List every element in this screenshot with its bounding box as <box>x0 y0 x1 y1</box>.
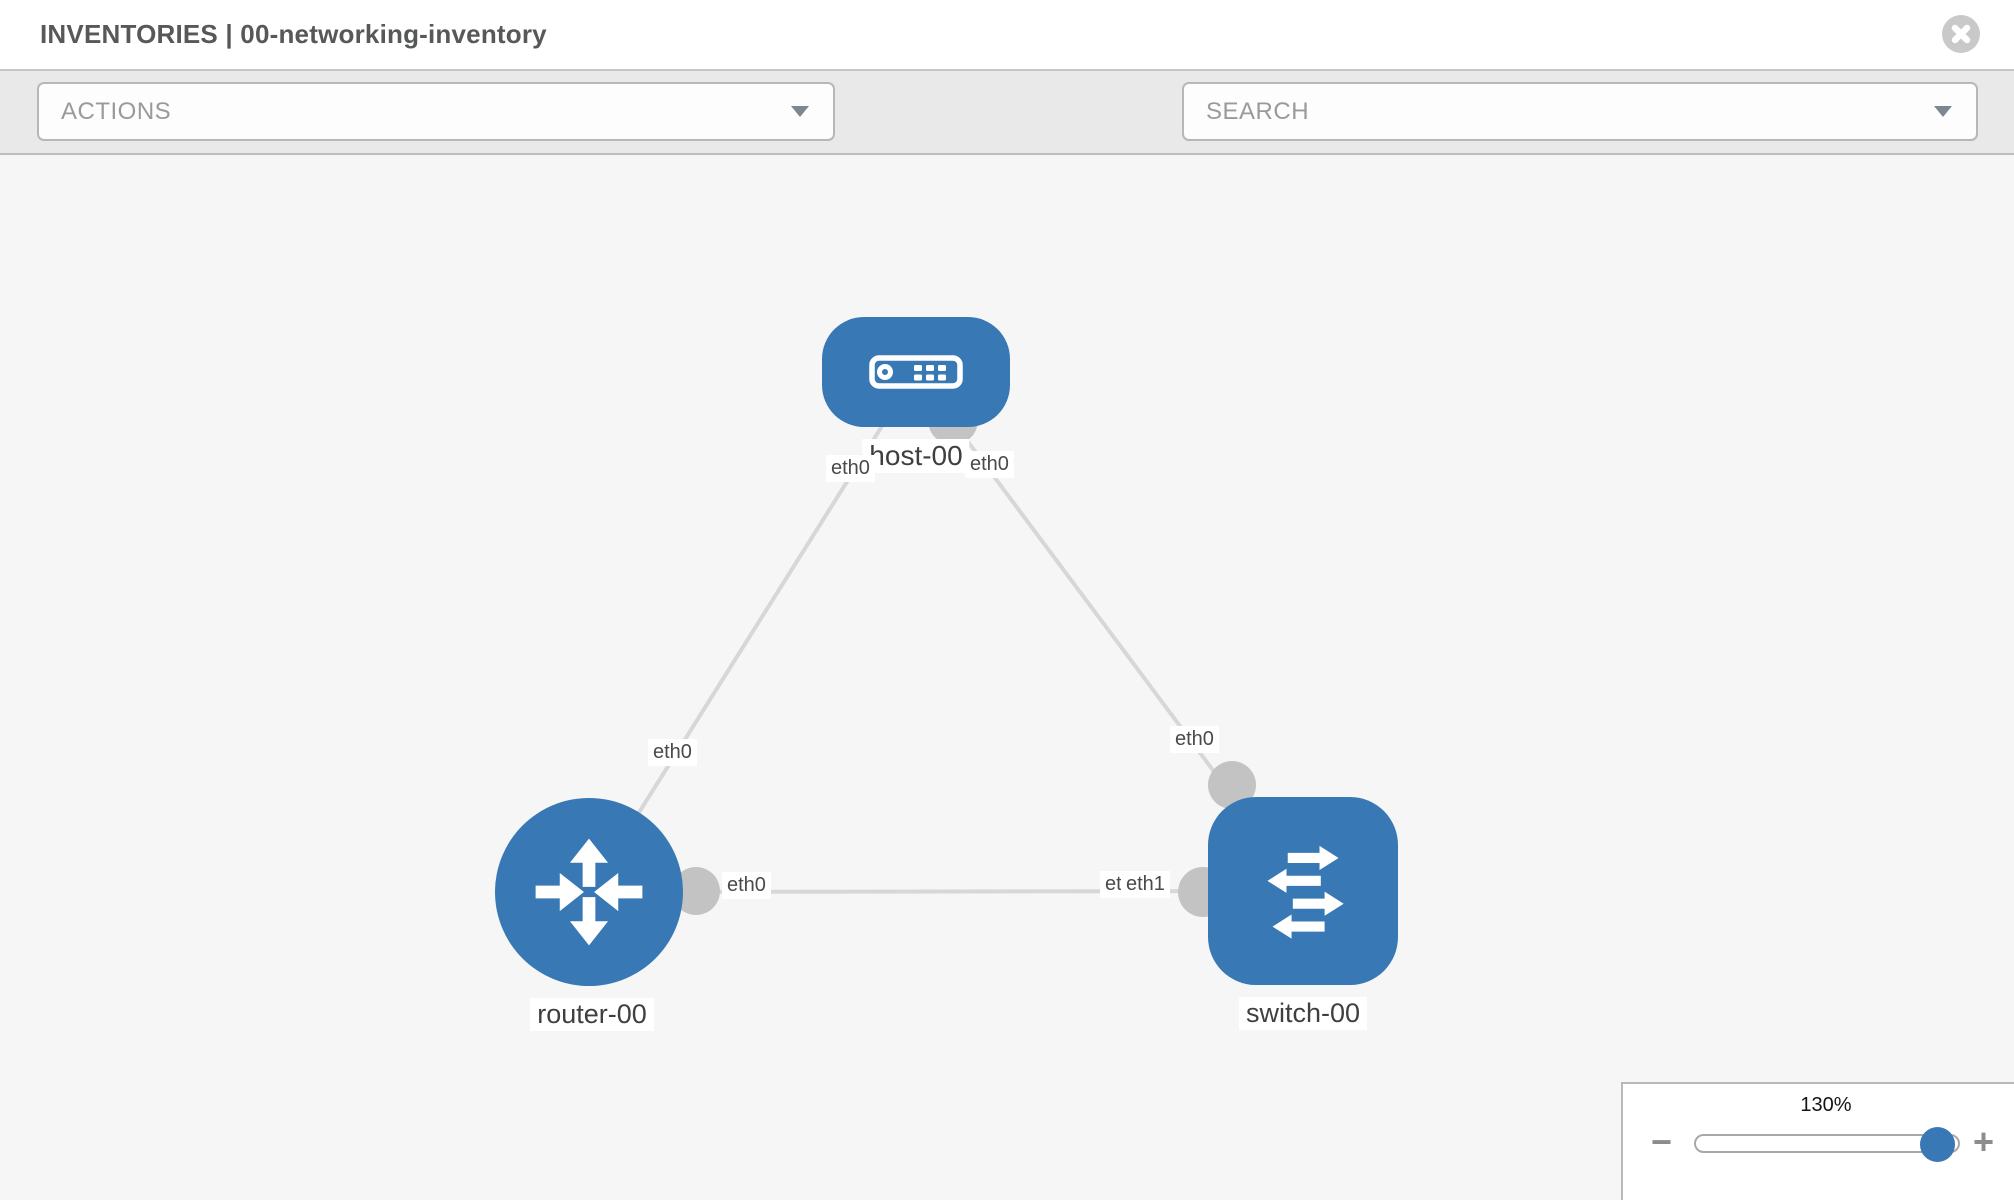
port-label-switch-eth0-top: eth0 <box>1170 726 1219 753</box>
node-switch-00[interactable] <box>1208 797 1398 985</box>
node-label-switch: switch-00 <box>1238 997 1368 1030</box>
zoom-panel: 130% − + <box>1621 1082 2014 1200</box>
node-label-host: host-00 <box>862 439 970 473</box>
switch-icon <box>1267 845 1344 939</box>
actions-dropdown-label: ACTIONS <box>61 97 172 125</box>
close-button[interactable] <box>1942 15 1980 53</box>
interface-dot-router-eth0[interactable] <box>672 867 720 915</box>
close-icon <box>1951 24 1971 44</box>
zoom-out-button[interactable]: − <box>1651 1121 1673 1162</box>
port-label-host-eth0-left: eth0 <box>826 455 875 482</box>
port-label-switch-eth1: eth1 <box>1121 871 1170 898</box>
interface-dot-switch-eth0[interactable] <box>1208 761 1256 809</box>
toolbar: ACTIONS SEARCH <box>0 71 2014 207</box>
port-label-host-eth0-right: eth0 <box>965 451 1014 478</box>
node-label-router: router-00 <box>530 998 654 1031</box>
chevron-down-icon <box>791 105 809 118</box>
host-icon <box>869 355 963 389</box>
zoom-in-button[interactable]: + <box>1973 1121 1995 1162</box>
router-icon <box>535 838 643 946</box>
search-dropdown-label: SEARCH <box>1206 97 1310 125</box>
topology-canvas[interactable]: host-00 router-00 switch-00 eth0 eth0 et… <box>0 155 2014 1200</box>
zoom-slider-thumb[interactable] <box>1920 1127 1955 1162</box>
links-layer <box>587 370 1305 917</box>
search-dropdown[interactable]: SEARCH <box>1182 82 1978 141</box>
port-label-router-eth0-right: eth0 <box>722 872 771 899</box>
chevron-down-icon <box>1934 105 1952 118</box>
zoom-slider-track[interactable] <box>1694 1127 1960 1162</box>
port-label-router-eth0-up: eth0 <box>648 739 697 766</box>
panel-header: INVENTORIES | 00-networking-inventory <box>0 0 2014 71</box>
node-router-00[interactable] <box>495 798 683 986</box>
actions-dropdown[interactable]: ACTIONS <box>37 82 835 141</box>
node-host-00[interactable] <box>822 317 1010 427</box>
zoom-value: 130% <box>1800 1094 1852 1116</box>
page-title: INVENTORIES | 00-networking-inventory <box>40 19 547 49</box>
